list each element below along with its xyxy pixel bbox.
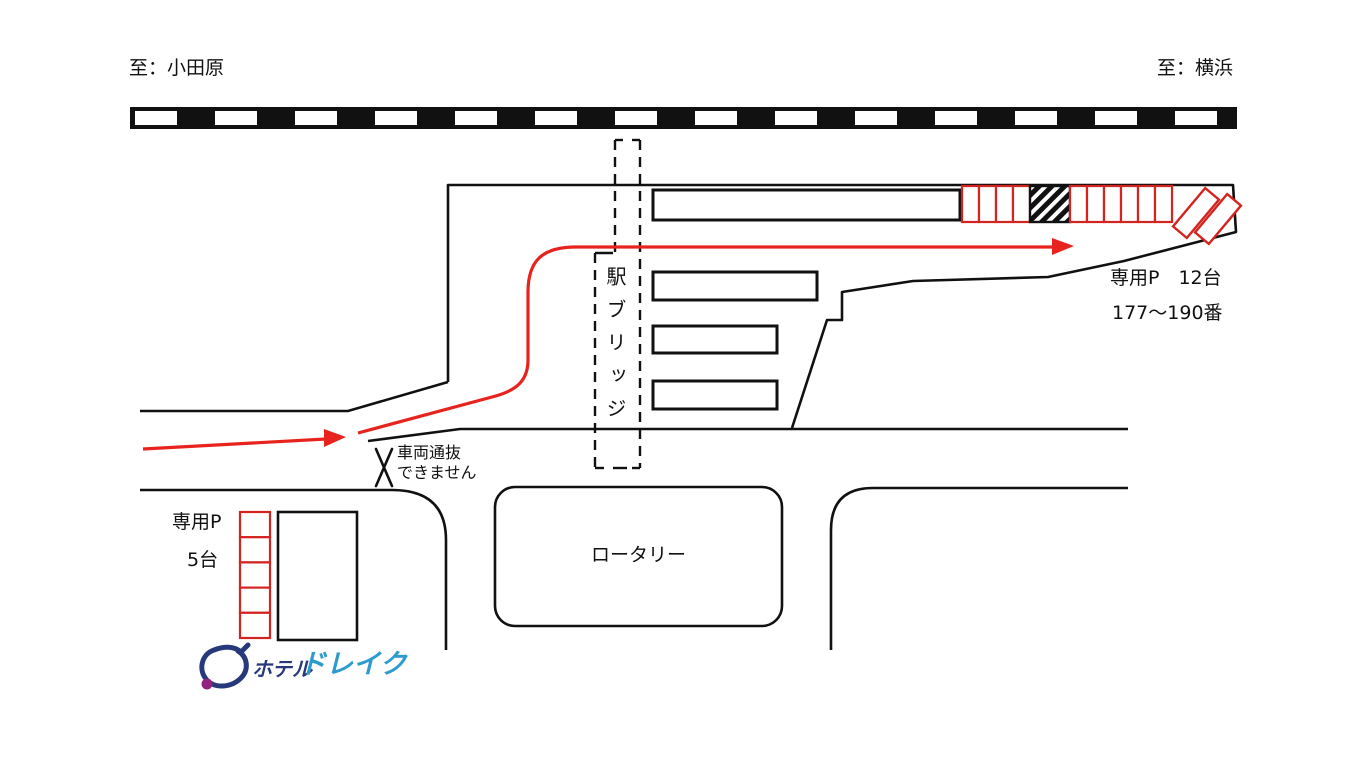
no-through-label-line2: できません <box>397 463 477 482</box>
parking-stall <box>1119 184 1140 224</box>
route-entry-shaft <box>142 437 327 451</box>
railway-dash <box>1175 111 1217 125</box>
parking-stall <box>238 586 272 614</box>
parking-stall <box>994 184 1015 224</box>
parking-stall <box>238 510 272 539</box>
railway-dash <box>535 111 577 125</box>
plaza-south-edge <box>367 427 1128 443</box>
parking-stall <box>1136 184 1157 224</box>
station-building-1 <box>651 270 819 302</box>
angled-stall-1-rect <box>1171 186 1221 240</box>
railway-dash <box>935 111 977 125</box>
parking-stall <box>1153 184 1174 224</box>
parking-stall <box>1102 184 1123 224</box>
parking-stall <box>977 184 998 224</box>
no-through-x-mark <box>374 447 394 488</box>
railway-dash <box>375 111 417 125</box>
x-stroke-2 <box>374 447 394 488</box>
parking-stall <box>238 561 272 589</box>
right-road-edge <box>829 486 1128 650</box>
parking-left-label-line1: 専用P <box>172 511 222 533</box>
railway-dash <box>855 111 897 125</box>
parking-stall <box>238 611 272 640</box>
parking-left-label-line2: 5台 <box>187 549 219 571</box>
route-main-shaft <box>357 245 1053 435</box>
rotary-label: ロータリー <box>590 544 686 566</box>
railway-dashes <box>135 111 1217 125</box>
railway-dash <box>695 111 737 125</box>
left-parking-stalls <box>238 510 272 640</box>
parking-stall <box>960 184 981 224</box>
railway-dash <box>455 111 497 125</box>
hatched-stall <box>1028 184 1072 224</box>
railway-dash <box>135 111 177 125</box>
railway-dash <box>615 111 657 125</box>
station-building-3 <box>651 379 779 411</box>
angled-stall-1 <box>1171 186 1221 240</box>
left-road-bottom-edge <box>140 488 448 650</box>
railway-dash <box>1015 111 1057 125</box>
parking-stall <box>1011 184 1032 224</box>
logo-dot <box>201 678 213 690</box>
right-parking-stalls-before-hatch <box>960 184 1032 224</box>
parking-stall <box>1085 184 1106 224</box>
railway-dash <box>1095 111 1137 125</box>
angled-stall-2 <box>1193 192 1243 246</box>
logo-text-name: ドレイク <box>299 649 407 680</box>
hotel-building <box>276 510 359 642</box>
route-main-arrowhead <box>1052 238 1074 255</box>
railway-dash <box>215 111 257 125</box>
parking-stall <box>238 536 272 564</box>
logo-d-icon <box>199 642 251 690</box>
route-path <box>142 238 1074 451</box>
parking-stall <box>1068 184 1089 224</box>
parking-right-label-line2: 177〜190番 <box>1112 302 1223 324</box>
railway-dash <box>775 111 817 125</box>
right-parking-stalls-after-hatch <box>1068 184 1174 224</box>
route-entry-arrowhead <box>324 429 346 447</box>
railway-track <box>130 107 1237 129</box>
station-building-2 <box>651 324 779 355</box>
no-through-label-line1: 車両通抜 <box>397 443 462 462</box>
parking-right-label-line1: 専用P 12台 <box>1110 267 1222 289</box>
rotary-area <box>493 485 784 628</box>
destination-left-label: 至：小田原 <box>129 57 225 79</box>
left-road-top-edge <box>140 380 449 413</box>
destination-right-label: 至：横浜 <box>1157 57 1234 79</box>
angled-stall-2-rect <box>1193 192 1243 246</box>
logo-text-hotel: ホテル <box>252 657 312 681</box>
railway-dash <box>295 111 337 125</box>
platform-building <box>651 188 962 222</box>
bridge-outline <box>593 138 642 470</box>
bridge-label: 駅ブリッジ <box>603 266 627 431</box>
